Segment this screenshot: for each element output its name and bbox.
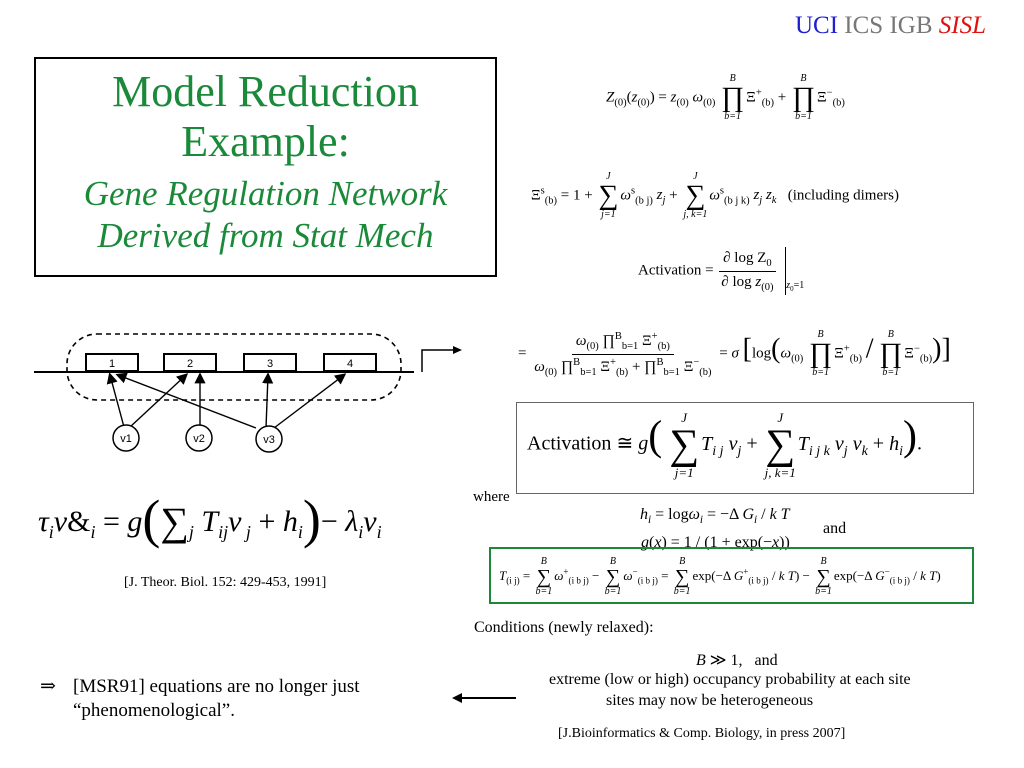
reference-bioinformatics: [J.Bioinformatics & Comp. Biology, in pr…	[558, 726, 846, 741]
regulator-v1	[112, 424, 140, 452]
binding-site-1	[85, 353, 139, 372]
condition-1: B ≫ 1, and	[696, 652, 778, 669]
header-ics: ICS	[844, 12, 884, 39]
slide-title: Model Reduction Example:	[112, 67, 419, 166]
site-label-4: 4	[347, 358, 353, 370]
regulator-label-v2: v2	[193, 433, 205, 445]
activation-definition: Activation = ∂ log Z0∂ log z(0) z0=1	[638, 247, 804, 295]
header-affiliation: UCI ICS IGB SISL	[795, 12, 986, 40]
condition-2: extreme (low or high) occupancy probabil…	[549, 671, 911, 688]
promoter-arrowhead	[453, 346, 462, 354]
condition-and: and	[754, 652, 778, 669]
including-dimers-note: (including dimers)	[787, 187, 899, 204]
binding-site-2	[163, 353, 217, 372]
implies-symbol: ⇒	[40, 676, 56, 697]
slide-subtitle: Gene Regulation Network Derived from Sta…	[83, 174, 448, 255]
activation-word-2: Activation	[527, 432, 612, 455]
bias-equation: hi = logωi = −Δ Gi / k T	[640, 506, 790, 527]
activation-ratio-equation: = ω(0) ∏Bb=1 Ξ+(b)ω(0) ∏Bb=1 Ξ+(b) + ∏Bb…	[518, 329, 951, 378]
site-label-1: 1	[109, 358, 115, 370]
activation-word: Activation	[638, 262, 702, 279]
binding-site-3	[243, 353, 297, 372]
reference-theor-biol: [J. Theor. Biol. 152: 429-453, 1991]	[124, 575, 327, 590]
header-igb: IGB	[889, 12, 933, 39]
gene-network-diagram: 1 2 3 4 v1 v2 v3	[34, 333, 462, 453]
regulation-arrows	[106, 372, 347, 429]
title-box: Model Reduction Example: Gene Regulation…	[34, 57, 497, 277]
regulator-label-v3: v3	[263, 434, 275, 446]
regulator-v2	[185, 424, 213, 452]
left-arrow	[452, 693, 516, 703]
regulator-label-v1: v1	[120, 433, 132, 445]
site-label-3: 3	[267, 358, 273, 370]
conditions-title: Conditions (newly relaxed):	[474, 619, 654, 636]
sigmoid-equation: g(x) = 1 / (1 + exp(−x))	[641, 534, 790, 551]
conclusion-text: [MSR91] equations are no longer just “ph…	[73, 676, 360, 721]
condition-3: sites may now be heterogeneous	[606, 692, 814, 709]
dynamics-equation: τiv&i = g(∑j Tijv j + hi)− λivi	[38, 489, 382, 549]
promoter-arrow	[421, 349, 454, 372]
regulatory-region	[66, 333, 402, 401]
and-label: and	[823, 520, 847, 537]
header-uci: UCI	[794, 12, 839, 39]
site-label-2: 2	[187, 358, 193, 370]
binding-site-4	[323, 353, 377, 372]
where-label: where	[473, 489, 510, 505]
header-sisl: SISL	[938, 12, 986, 39]
regulator-v3	[255, 425, 283, 453]
